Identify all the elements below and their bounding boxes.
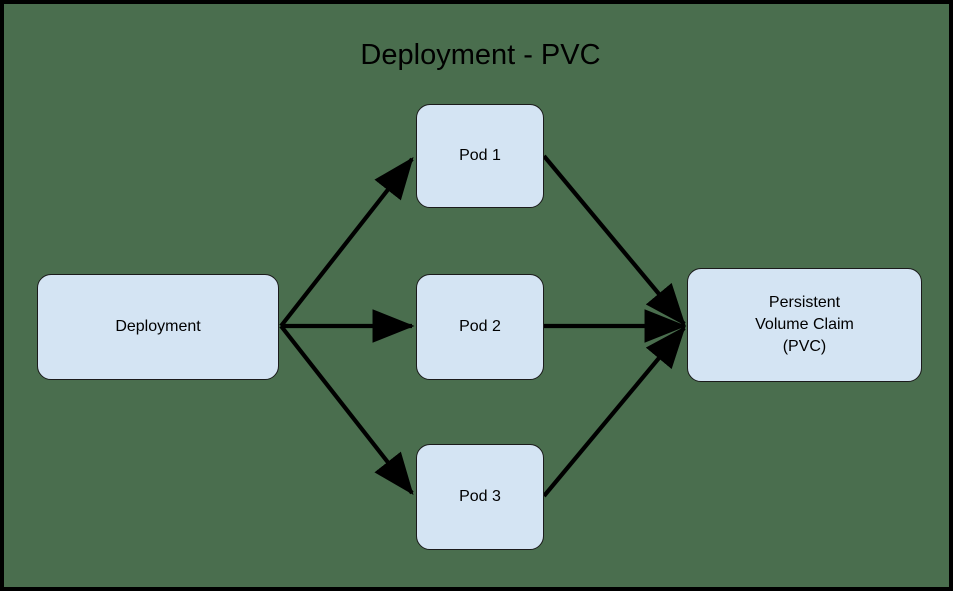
edge-pod1-to-pvc	[542, 154, 686, 326]
node-pod2[interactable]: Pod 2	[416, 274, 544, 380]
node-deployment-label: Deployment	[115, 318, 201, 335]
node-pod3-label: Pod 3	[459, 488, 501, 505]
node-pod1[interactable]: Pod 1	[416, 104, 544, 208]
node-pod3[interactable]: Pod 3	[416, 444, 544, 550]
diagram-edges-layer	[279, 154, 687, 498]
node-deployment[interactable]: Deployment	[37, 274, 279, 380]
edge-deployment-to-pod3	[279, 324, 414, 495]
node-persistent-volume-claim[interactable]: Persistent Volume Claim (PVC)	[687, 268, 922, 382]
page-title: Deployment - PVC	[360, 39, 601, 71]
node-pod2-label: Pod 2	[459, 318, 501, 335]
edge-pod3-to-pvc	[542, 326, 686, 498]
node-pod1-label: Pod 1	[459, 147, 501, 164]
node-pvc-label: Persistent Volume Claim (PVC)	[755, 294, 854, 355]
edge-deployment-to-pod1	[279, 157, 414, 328]
